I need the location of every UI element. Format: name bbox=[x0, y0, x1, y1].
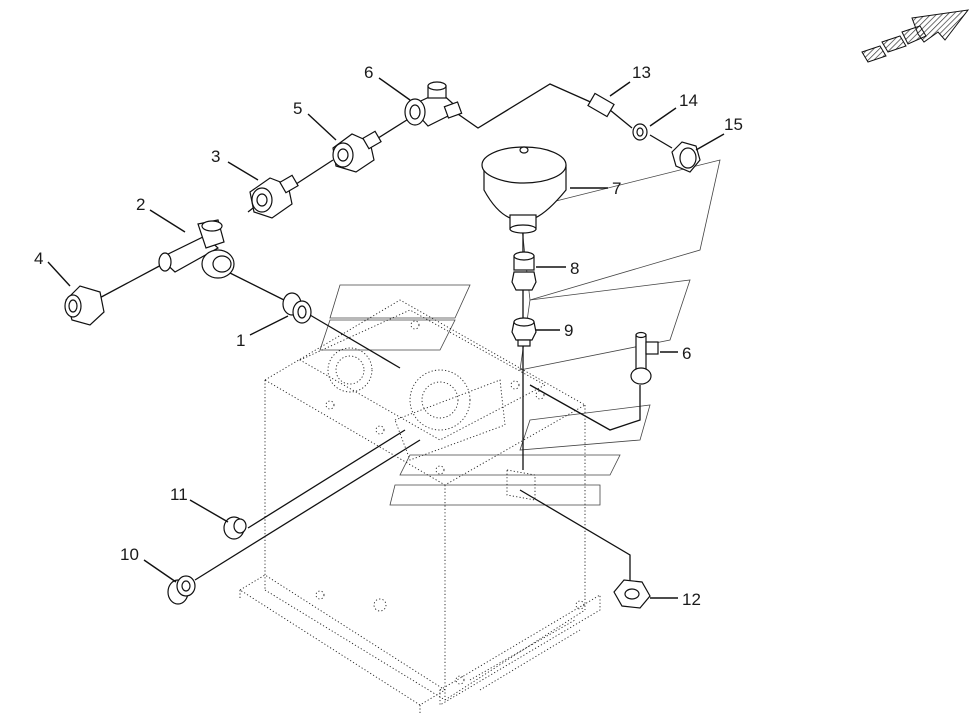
part-11-plug bbox=[223, 516, 247, 540]
callout-12: 12 bbox=[682, 590, 701, 609]
callout-13: 13 bbox=[632, 63, 651, 82]
part-10-fitting bbox=[167, 575, 196, 605]
callout-6-top: 6 bbox=[364, 63, 373, 82]
callout-14: 14 bbox=[679, 91, 698, 110]
part-6-tee-top bbox=[404, 81, 463, 127]
callout-15: 15 bbox=[724, 115, 743, 134]
callout-10: 10 bbox=[120, 545, 139, 564]
callout-9: 9 bbox=[564, 321, 573, 340]
hydraulic-tank bbox=[239, 299, 601, 715]
part-12-nut bbox=[613, 579, 651, 609]
part-1-union bbox=[282, 292, 312, 324]
part-15-cap bbox=[671, 141, 701, 173]
part-13-spacer bbox=[587, 92, 615, 118]
callout-6-right: 6 bbox=[682, 344, 691, 363]
part-8-adapter bbox=[511, 251, 537, 291]
callout-2: 2 bbox=[136, 195, 145, 214]
hose-lines bbox=[91, 83, 673, 585]
callout-11: 11 bbox=[170, 485, 188, 504]
callout-4: 4 bbox=[34, 249, 43, 268]
leader-lines bbox=[47, 77, 725, 599]
part-5-adapter bbox=[332, 130, 382, 173]
part-7-accumulator bbox=[481, 146, 567, 234]
callout-3: 3 bbox=[211, 147, 220, 166]
part-4-nut bbox=[64, 285, 105, 326]
callout-8: 8 bbox=[570, 259, 579, 278]
part-14-washer bbox=[632, 123, 648, 141]
callout-5: 5 bbox=[293, 99, 302, 118]
callout-7: 7 bbox=[612, 179, 621, 198]
part-2-tee-fitting bbox=[158, 219, 235, 279]
part-9-adapter bbox=[511, 317, 537, 347]
part-3-adapter bbox=[249, 174, 299, 219]
direction-arrow-icon bbox=[861, 9, 970, 63]
callout-1: 1 bbox=[236, 331, 245, 350]
callout-labels: 1 2 3 4 5 6 6 7 8 9 10 11 12 13 14 15 bbox=[34, 63, 743, 609]
part-6-valve-right bbox=[630, 331, 659, 385]
